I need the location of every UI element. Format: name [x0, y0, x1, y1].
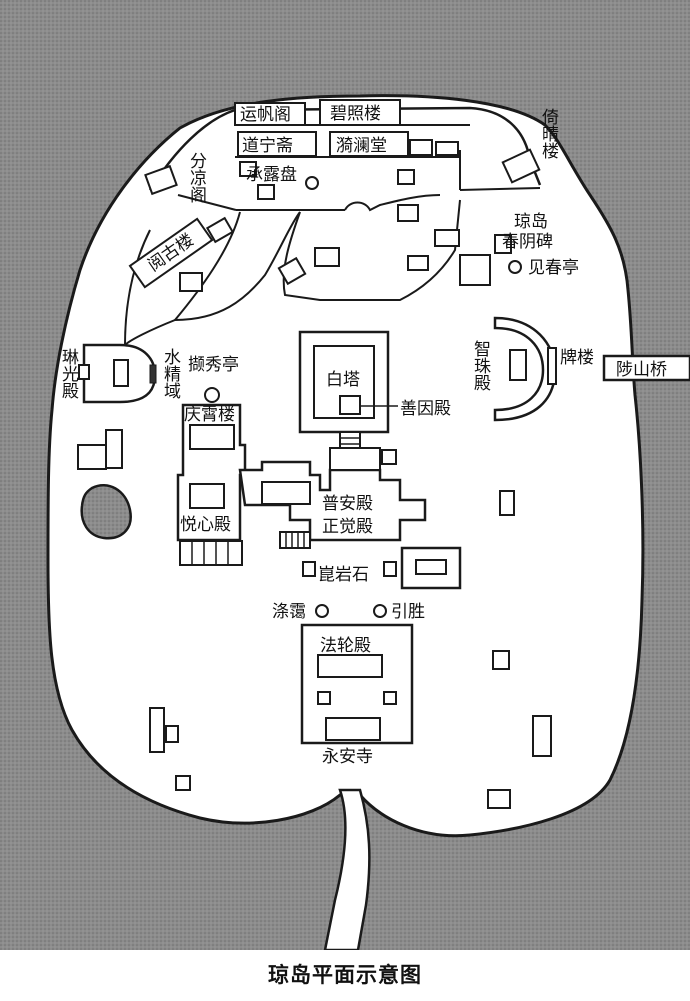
label-bizhao-lou: 碧照楼	[330, 104, 381, 124]
building-daoning-zhai	[237, 131, 317, 157]
label-jianchun-ting: 见春亭	[528, 258, 579, 278]
pagoda-base	[339, 395, 361, 415]
label-xiexiu-ting: 撷秀亭	[188, 355, 239, 375]
building-small	[381, 449, 397, 465]
building-small	[78, 364, 90, 380]
map-caption: 琼岛平面示意图	[268, 963, 422, 987]
building-small	[492, 650, 510, 670]
building-small	[189, 483, 225, 509]
building-small	[205, 216, 235, 244]
building-small	[302, 561, 316, 577]
building-small	[314, 247, 340, 267]
west-pond	[80, 484, 132, 540]
label-dixia: 涤霭	[272, 602, 306, 622]
building-small	[77, 444, 107, 470]
building-small	[532, 715, 552, 757]
building-small	[487, 789, 511, 809]
building-small	[400, 546, 462, 590]
jianchun-ting-circle	[508, 260, 522, 274]
island-map: 运帆阁 碧照楼 道宁斋 漪澜堂 承露盘 琼岛 春阴碑 见春亭 撷秀亭 白塔 善因…	[0, 0, 690, 952]
label-yinsheng: 引胜	[391, 602, 425, 622]
label-chunyin-bei: 春阴碑	[502, 232, 553, 252]
label-pai-lou: 牌楼	[560, 348, 594, 368]
building-small	[277, 256, 307, 286]
hill-path	[282, 199, 461, 301]
building-yuegu-lou	[128, 217, 214, 289]
building-small	[279, 531, 311, 549]
building-small	[261, 481, 311, 505]
label-yuexin-dian: 悦心殿	[180, 515, 231, 535]
building-bizhao-lou	[319, 99, 401, 126]
building-small	[179, 540, 243, 566]
chenglu-pan-circle	[305, 176, 319, 190]
building-small	[397, 204, 419, 222]
label-fenliang-ge: 分凉阁	[186, 152, 207, 204]
label-chenglu-pan: 承露盘	[246, 165, 297, 185]
label-shanyin-dian: 善因殿	[400, 399, 451, 419]
label-zhizhu-dian: 智珠殿	[470, 340, 491, 391]
building-shuijing-yu	[149, 364, 157, 384]
label-falun-dian: 法轮殿	[320, 636, 371, 656]
building-small	[397, 169, 415, 185]
label-bai-ta: 白塔	[326, 370, 360, 390]
building-small	[434, 229, 460, 247]
hill-path	[124, 319, 176, 346]
dixia-pavilion	[315, 604, 329, 618]
label-puan-dian: 普安殿	[322, 494, 373, 514]
corridor-line	[459, 187, 541, 191]
building-small	[149, 707, 165, 753]
building-yunfan-ge	[234, 102, 306, 126]
building-small	[499, 490, 515, 516]
building-small	[175, 775, 191, 791]
hill-path	[124, 229, 151, 346]
building-small	[383, 561, 397, 577]
building-small	[257, 184, 275, 200]
hill-path	[344, 194, 441, 212]
building-small	[329, 447, 381, 471]
label-qingxiao-lou: 庆霄楼	[184, 405, 235, 425]
building-small	[165, 725, 179, 743]
label-qiongdao: 琼岛	[514, 212, 548, 232]
label-zhengjue-dian: 正觉殿	[322, 517, 373, 537]
xiexiu-ting-circle	[204, 387, 220, 403]
building-small	[383, 691, 397, 705]
label-yunfan-ge: 运帆阁	[240, 105, 291, 125]
building-small	[435, 141, 459, 156]
label-yiqing-lou: 倚晴楼	[538, 108, 559, 159]
yinsheng-pavilion	[373, 604, 387, 618]
building-fenliang-ge	[144, 164, 178, 196]
label-shuijing-yu: 水精域	[160, 348, 181, 399]
label-linguang-dian: 琳光殿	[58, 348, 79, 399]
label-zhishan-qiao: 陟山桥	[616, 360, 667, 380]
map-frame: 运帆阁 碧照楼 道宁斋 漪澜堂 承露盘 琼岛 春阴碑 见春亭 撷秀亭 白塔 善因…	[0, 0, 690, 952]
building-yiqing-lou	[501, 148, 541, 184]
building-small	[509, 349, 527, 381]
label-daoning-zhai: 道宁斋	[242, 136, 293, 156]
building-small	[189, 424, 235, 450]
building-small	[317, 691, 331, 705]
building-small	[105, 429, 123, 469]
building-small	[409, 139, 433, 156]
building-falun-dian	[317, 654, 383, 678]
building-small	[407, 255, 429, 271]
hill-path	[172, 211, 301, 322]
label-yongan-si: 永安寺	[322, 747, 373, 767]
building-yilan-tang	[329, 131, 409, 157]
building-small	[179, 272, 203, 292]
building-small	[494, 234, 512, 254]
building-small	[113, 359, 129, 387]
building-small	[239, 161, 257, 177]
building-small	[459, 254, 491, 286]
building-small	[415, 559, 447, 575]
building-pai-lou	[547, 347, 557, 385]
label-yilan-tang: 漪澜堂	[336, 136, 387, 156]
corridor-line	[177, 194, 237, 211]
label-kunlun-shi: 崑岩石	[318, 565, 369, 585]
building-small	[325, 717, 381, 741]
east-bridge	[602, 354, 690, 382]
